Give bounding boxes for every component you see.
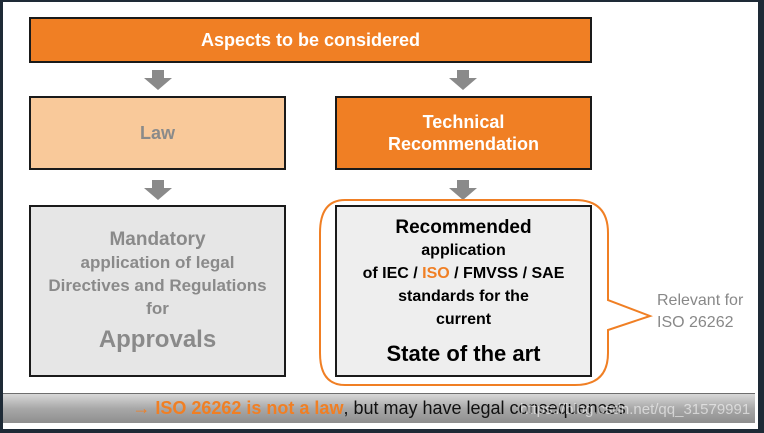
mandatory-line-1: Mandatory bbox=[109, 229, 206, 250]
approvals-label: Approvals bbox=[98, 326, 217, 353]
recommended-application-box: Recommended application of IEC / ISO / F… bbox=[335, 205, 592, 377]
law-box: Law bbox=[29, 96, 286, 170]
aspects-label: Aspects to be considered bbox=[200, 29, 421, 50]
technical-line-1: Technical bbox=[422, 112, 505, 132]
arrow-right-icon: → bbox=[132, 398, 151, 418]
recommended-line-1: Recommended bbox=[395, 216, 532, 238]
recommended-line-3: of IEC / ISO / FMVSS / SAE bbox=[363, 262, 565, 285]
watermark: https://blog.csdn.net/qq_31579991 bbox=[520, 401, 751, 418]
footer-rest: , but may have legal consequences bbox=[343, 398, 626, 418]
technical-line-2: Recommendation bbox=[387, 134, 540, 154]
arrow-down-icon bbox=[449, 70, 477, 90]
mandatory-line-3: Directives and Regulations bbox=[48, 276, 267, 295]
mandatory-line-2: application of legal bbox=[80, 253, 235, 272]
technical-recommendation-box: Technical Recommendation bbox=[335, 96, 592, 170]
mandatory-application-box: Mandatory application of legal Directive… bbox=[29, 205, 286, 377]
recommended-line-5: current bbox=[435, 310, 492, 328]
recommended-line-2: application bbox=[421, 241, 506, 259]
standards-suffix: / FMVSS / SAE bbox=[449, 264, 565, 282]
callout-text: Relevant for ISO 26262 bbox=[657, 290, 743, 334]
arrow-down-icon bbox=[144, 70, 172, 90]
standards-prefix: of IEC / bbox=[362, 264, 423, 282]
aspects-box: Aspects to be considered bbox=[29, 17, 592, 63]
mandatory-line-4: for bbox=[146, 299, 169, 318]
footer-banner: → ISO 26262 is not a law, but may have l… bbox=[3, 393, 755, 423]
callout-line-1: Relevant for bbox=[657, 292, 744, 309]
iso-highlight: ISO bbox=[422, 264, 450, 282]
footer-highlight: ISO 26262 is not a law bbox=[155, 398, 344, 418]
state-of-art-label: State of the art bbox=[386, 340, 541, 366]
law-label: Law bbox=[139, 122, 175, 143]
callout-line-2: ISO 26262 bbox=[657, 314, 734, 331]
arrow-down-icon bbox=[144, 180, 172, 200]
arrow-down-icon bbox=[449, 180, 477, 200]
recommended-line-4: standards for the bbox=[398, 287, 529, 305]
